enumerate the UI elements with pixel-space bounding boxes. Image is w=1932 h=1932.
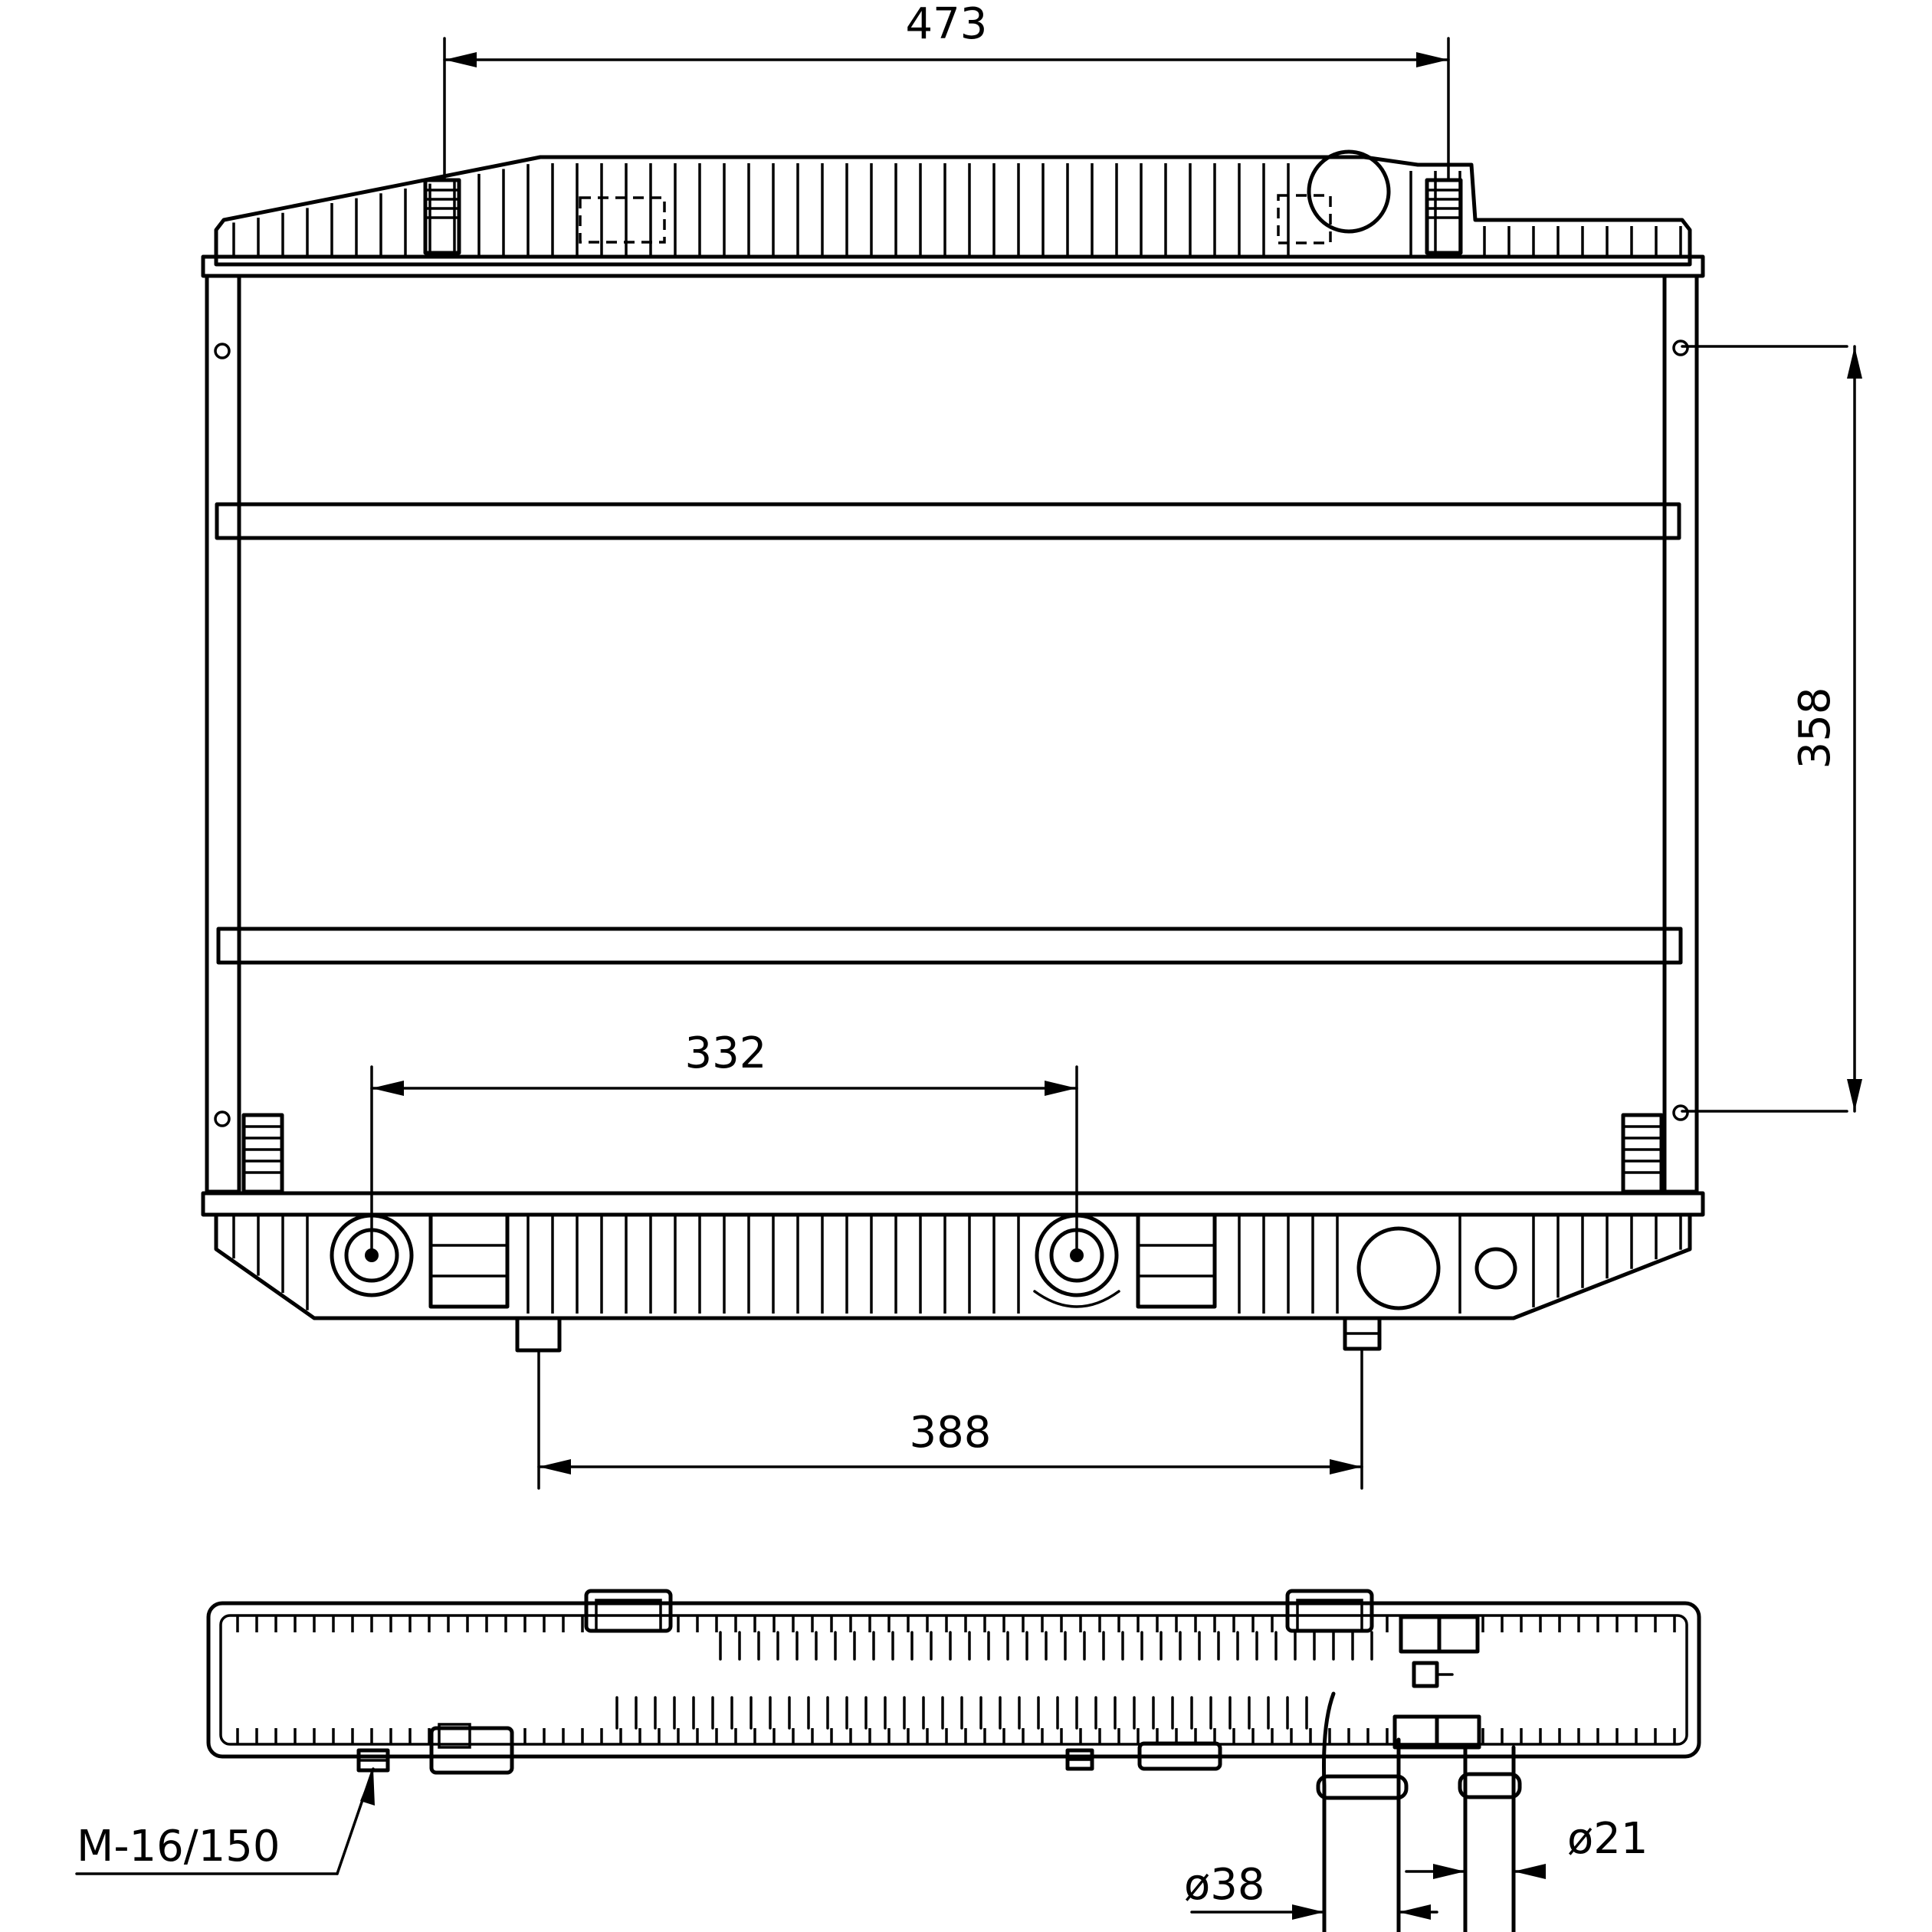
top-view-fins-lower: [236, 1696, 1676, 1744]
hidden-port-left: [579, 196, 666, 244]
right-mount-hole-top: [1672, 339, 1689, 356]
right-mount-hole-bottom: [1672, 1104, 1689, 1121]
left-mount-hole-top: [214, 343, 231, 359]
thread-bolt-middle: [1065, 1748, 1094, 1771]
lower-spring-left: [241, 1113, 284, 1194]
filler-cap: [1307, 149, 1391, 234]
radiator-front-view: [201, 149, 1705, 1353]
upper-tank: [214, 155, 1692, 267]
dimension-358: 358: [1790, 687, 1840, 769]
inlet-diameter-label: ø38: [1184, 1860, 1265, 1910]
top-view-lower-clip-right: [1137, 1741, 1222, 1771]
upper-tank-flange: [201, 254, 1705, 278]
top-view-inner: [219, 1614, 1688, 1746]
dimension-388: 388: [910, 1408, 992, 1458]
upper-tank-fins: [232, 163, 1682, 257]
outlet-diameter-label: ø21: [1567, 1814, 1648, 1864]
right-side-frame: [1662, 274, 1699, 1194]
lower-bracket-left: [428, 1212, 510, 1309]
lower-tank: [214, 1212, 1692, 1320]
top-view-outline: [206, 1601, 1701, 1759]
mounting-peg-left: [515, 1316, 562, 1353]
dimension-473: 473: [906, 0, 988, 49]
thread-label: M-16/150: [77, 1822, 280, 1871]
diameter-leaders: [75, 1767, 1546, 1920]
outlet-pipe: [1458, 1745, 1522, 1932]
lower-spring-right: [1621, 1113, 1664, 1194]
dimension-332: 332: [685, 1028, 767, 1078]
thread-bolt-left: [356, 1748, 390, 1773]
upper-mount-left: [423, 178, 461, 255]
top-view-clip-right: [1285, 1589, 1374, 1633]
top-view-fins-upper: [236, 1615, 1676, 1661]
lower-tank-flange: [201, 1191, 1705, 1217]
left-mount-hole-bottom: [214, 1110, 231, 1127]
core-bar-upper: [215, 502, 1681, 540]
inlet-pipe: [1316, 1691, 1409, 1932]
core-bar-lower: [216, 927, 1683, 965]
upper-mount-right: [1425, 178, 1463, 255]
left-side-frame: [205, 274, 241, 1194]
dimension-lines: [370, 37, 1862, 1490]
drain-plug-large: [1356, 1226, 1441, 1310]
lower-tank-fins: [232, 1215, 1682, 1314]
top-view-lower-clip-left: [429, 1723, 514, 1775]
port-block-right: [1392, 1615, 1481, 1750]
drain-plug-small: [1474, 1247, 1517, 1290]
lower-bracket-right: [1136, 1212, 1217, 1309]
top-view-clip-left: [584, 1589, 673, 1633]
radiator-top-view: [206, 1589, 1701, 1932]
hidden-port-right: [1277, 194, 1332, 244]
